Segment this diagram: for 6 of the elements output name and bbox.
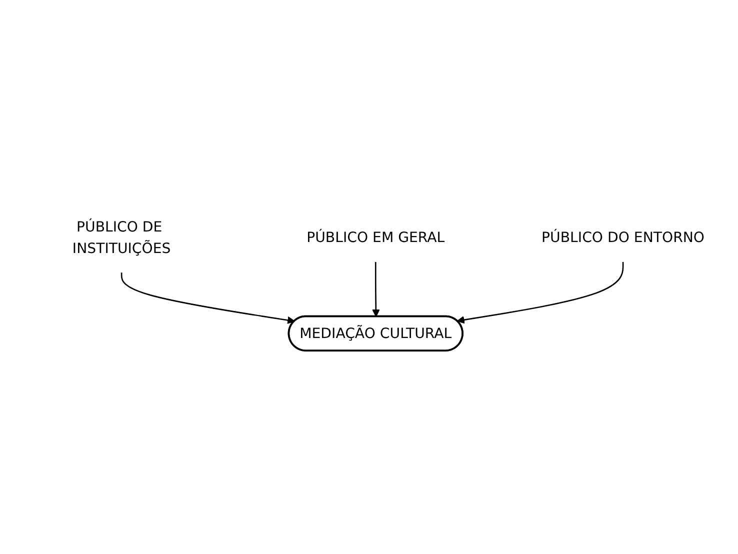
arrow	[120, 272, 295, 324]
node-text: PÚBLICO DE INSTITUIÇÕES	[72, 218, 171, 256]
node-text: PÚBLICO DO ENTORNO	[542, 228, 705, 246]
arrow	[456, 262, 624, 324]
node-text: PÚBLICO EM GERAL	[306, 228, 445, 246]
arrow	[372, 262, 380, 317]
